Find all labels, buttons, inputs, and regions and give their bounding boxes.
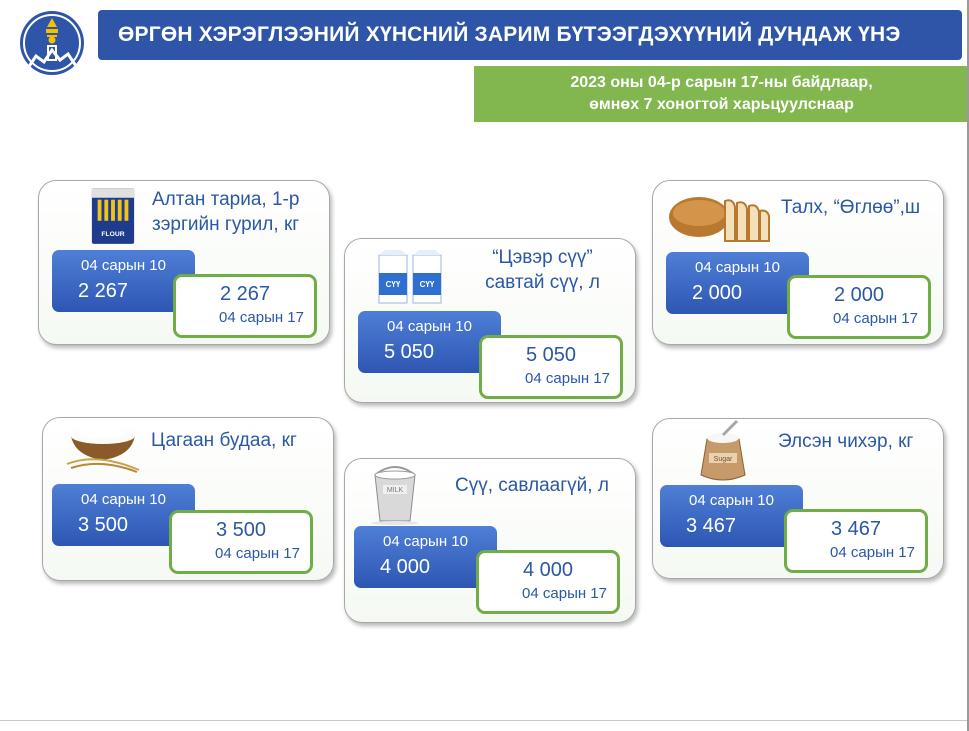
previous-price-box: 04 сарын 10 4 000 [354,526,497,588]
current-price-box: 2 267 04 сарын 17 [173,274,317,338]
previous-price-box: 04 сарын 10 5 050 [358,311,501,373]
product-label: Сүү, савлаагүй, л [455,475,609,496]
previous-date: 04 сарын 10 [383,533,468,550]
product-card-bottled-milk: СҮҮ СҮҮ “Цэвэр сүү” савтай сүү, л 04 сар… [344,238,636,403]
current-price: 2 267 [219,283,271,305]
page-title: ӨРГӨН ХЭРЭГЛЭЭНИЙ ХҮНСНИЙ ЗАРИМ БҮТЭЭГДЭ… [98,10,962,60]
subtitle-line-2: өмнөх 7 хоногтой харьцуулснаар [589,96,854,113]
sugar-sack-icon: Sugar [700,419,746,481]
slide-right-edge [967,0,969,731]
current-price-box: 4 000 04 сарын 17 [476,550,620,614]
previous-price: 5 050 [384,341,435,363]
previous-price: 2 000 [692,282,743,304]
page-subtitle: 2023 оны 04-р сарын 17-ны байдлаар, өмнө… [474,66,969,122]
subtitle-line-1: 2023 оны 04-р сарын 17-ны байдлаар, [570,74,873,91]
current-price: 5 050 [525,344,577,366]
product-card-sugar: Sugar Элсэн чихэр, кг 04 сарын 10 3 467 … [652,418,944,579]
previous-price-box: 04 сарын 10 3 467 [660,485,803,547]
slide-bottom-edge [0,720,967,721]
product-label: Алтан тариа, 1-р зэргийн гурил, кг [152,189,300,235]
rice-bowl-icon [66,428,140,473]
current-date: 04 сарын 17 [525,370,610,387]
product-label: Талх, “Өглөө”,ш [781,197,921,218]
current-price: 2 000 [833,284,885,306]
current-price-box: 3 467 04 сарын 17 [784,509,928,573]
product-card-rice: Цагаан будаа, кг 04 сарын 10 3 500 3 500… [42,417,334,581]
product-card-unpackaged-milk: MILK Сүү, савлаагүй, л 04 сарын 10 4 000… [344,458,636,623]
svg-text:MILK: MILK [387,487,404,494]
current-date: 04 сарын 17 [215,545,300,562]
current-price-box: 3 500 04 сарын 17 [169,510,313,574]
current-date: 04 сарын 17 [830,544,915,561]
statistics-office-logo [20,11,84,75]
previous-date: 04 сарын 10 [81,491,166,508]
previous-price: 3 500 [78,514,129,536]
product-card-flour: FLOUR Алтан тариа, 1-р зэргийн гурил, кг… [38,180,330,345]
milk-bucket-icon: MILK [371,466,419,525]
previous-price: 2 267 [78,280,129,302]
svg-text:СҮҮ: СҮҮ [420,280,435,289]
previous-date: 04 сарын 10 [695,259,780,276]
product-label: Элсэн чихэр, кг [778,431,914,452]
current-date: 04 сарын 17 [219,309,304,326]
svg-text:СҮҮ: СҮҮ [386,280,401,289]
svg-text:Sugar: Sugar [714,456,733,463]
current-date: 04 сарын 17 [833,310,918,327]
previous-date: 04 сарын 10 [689,492,774,509]
milk-carton-icon: СҮҮ СҮҮ [378,250,442,304]
svg-text:FLOUR: FLOUR [101,231,124,238]
bread-icon [669,197,770,242]
product-label: “Цэвэр сүү” савтай сүү, л [485,247,600,293]
current-price: 4 000 [522,559,574,581]
previous-date: 04 сарын 10 [387,318,472,335]
previous-price-box: 04 сарын 10 2 267 [52,250,195,312]
current-price-box: 2 000 04 сарын 17 [787,275,931,339]
previous-price-box: 04 сарын 10 2 000 [666,252,809,314]
current-price: 3 467 [830,518,882,540]
flour-bag-icon: FLOUR [91,188,135,244]
previous-date: 04 сарын 10 [81,257,166,274]
product-label: Цагаан будаа, кг [151,430,297,451]
previous-price: 4 000 [380,556,431,578]
current-date: 04 сарын 17 [522,585,607,602]
previous-price: 3 467 [686,515,737,537]
current-price-box: 5 050 04 сарын 17 [479,335,623,399]
product-card-bread: Талх, “Өглөө”,ш 04 сарын 10 2 000 2 000 … [652,180,944,345]
current-price: 3 500 [215,519,267,541]
